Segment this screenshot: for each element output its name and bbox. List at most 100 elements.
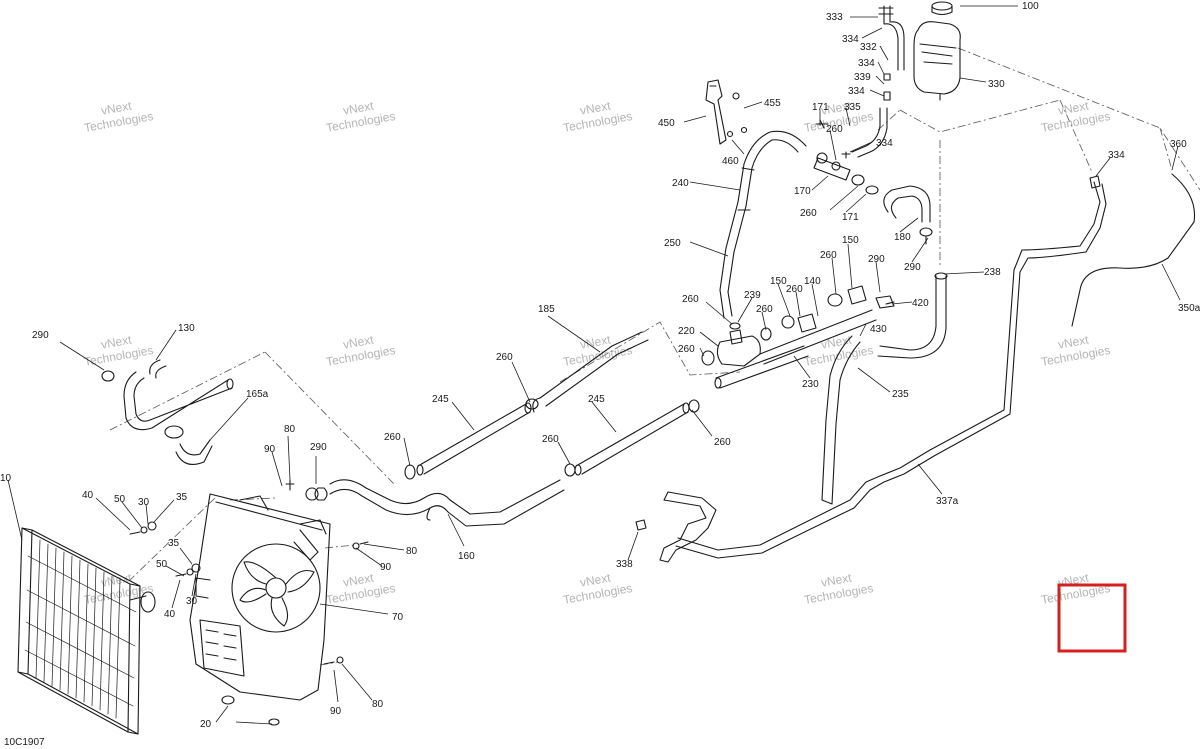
- callout-50: 50: [114, 494, 126, 505]
- callout-260: 260: [682, 294, 699, 305]
- callout-334: 334: [858, 58, 875, 69]
- svg-text:vNext: vNext: [579, 332, 612, 351]
- callout-140: 140: [804, 276, 821, 287]
- callout-337a: 337a: [936, 496, 959, 507]
- hose-130: [101, 359, 234, 465]
- callout-171: 171: [842, 212, 859, 223]
- hose-245-upper: [404, 402, 532, 480]
- drawing-code: 10C1907: [4, 737, 45, 748]
- pump-housing: [701, 329, 761, 367]
- bracket-450: [705, 79, 748, 145]
- svg-text:vNext: vNext: [579, 98, 612, 117]
- callout-334: 334: [876, 138, 893, 149]
- callout-420: 420: [912, 298, 929, 309]
- svg-text:vNext: vNext: [820, 98, 853, 117]
- callout-labels: 100 333 334 332 334 339 334 330 455 450 …: [0, 1, 1200, 730]
- callout-80: 80: [406, 546, 418, 557]
- callout-245: 245: [432, 394, 449, 405]
- callout-430: 430: [870, 324, 887, 335]
- svg-text:vNext: vNext: [820, 332, 853, 351]
- part-drawings: [17, 1, 1196, 735]
- callout-160: 160: [458, 551, 475, 562]
- callout-170: 170: [794, 186, 811, 197]
- callout-50: 50: [156, 559, 168, 570]
- callout-150: 150: [842, 235, 859, 246]
- callout-245: 245: [588, 394, 605, 405]
- svg-text:vNext: vNext: [342, 332, 375, 351]
- callout-30: 30: [186, 596, 198, 607]
- callout-250: 250: [664, 238, 681, 249]
- callout-20: 20: [200, 719, 212, 730]
- hose-185: [525, 331, 649, 413]
- callout-455: 455: [764, 98, 781, 109]
- hose-350a: [1071, 173, 1196, 327]
- callout-330: 330: [988, 79, 1005, 90]
- callout-260: 260: [820, 250, 837, 261]
- highlight-box: [1057, 583, 1127, 653]
- callout-334: 334: [848, 86, 865, 97]
- svg-text:vNext: vNext: [579, 570, 612, 589]
- callout-238: 238: [984, 267, 1001, 278]
- callout-332: 332: [860, 42, 877, 53]
- callout-339: 339: [854, 72, 871, 83]
- callout-240: 240: [672, 178, 689, 189]
- hardware-bolts: [129, 487, 369, 665]
- callout-90: 90: [330, 706, 342, 717]
- callout-171: 171: [812, 102, 829, 113]
- callout-260: 260: [800, 208, 817, 219]
- callout-90: 90: [380, 562, 392, 573]
- callout-180: 180: [894, 232, 911, 243]
- callout-338: 338: [616, 559, 633, 570]
- callout-290: 290: [868, 254, 885, 265]
- svg-text:vNext: vNext: [100, 98, 133, 117]
- callout-40: 40: [82, 490, 94, 501]
- overflow-hose: [878, 5, 905, 101]
- callout-260: 260: [384, 432, 401, 443]
- callout-80: 80: [372, 699, 384, 710]
- callout-35: 35: [168, 538, 180, 549]
- callout-35: 35: [176, 492, 188, 503]
- svg-text:vNext: vNext: [1057, 332, 1090, 351]
- callout-260: 260: [826, 124, 843, 135]
- callout-350a: 350a: [1178, 303, 1200, 314]
- callout-10: 10: [0, 473, 12, 484]
- callout-130: 130: [178, 323, 195, 334]
- pipe-430: [759, 295, 895, 365]
- tee-fitting: [813, 119, 879, 195]
- callout-235: 235: [892, 389, 909, 400]
- callout-260: 260: [756, 304, 773, 315]
- svg-text:vNext: vNext: [1057, 98, 1090, 117]
- callout-220: 220: [678, 326, 695, 337]
- callout-30: 30: [138, 497, 150, 508]
- callout-260: 260: [786, 284, 803, 295]
- callout-460: 460: [722, 156, 739, 167]
- coolant-reservoir: [913, 1, 961, 101]
- fitting-cluster: [729, 285, 867, 341]
- callout-334: 334: [1108, 150, 1125, 161]
- hose-238: [877, 272, 948, 359]
- callout-450: 450: [658, 118, 675, 129]
- outlet-pipe: [714, 345, 809, 389]
- callout-239: 239: [744, 290, 761, 301]
- hose-335: [851, 107, 888, 158]
- callout-165a: 165a: [246, 389, 269, 400]
- dashed-assembly-lines: [109, 47, 1200, 666]
- callout-334: 334: [842, 34, 859, 45]
- svg-text:vNext: vNext: [342, 570, 375, 589]
- callout-290: 290: [32, 330, 49, 341]
- hose-160: [305, 479, 565, 527]
- leader-lines: [7, 5, 1181, 725]
- callout-360: 360: [1170, 139, 1187, 150]
- svg-text:vNext: vNext: [820, 570, 853, 589]
- callout-90: 90: [264, 444, 276, 455]
- bracket-337a: [635, 491, 717, 563]
